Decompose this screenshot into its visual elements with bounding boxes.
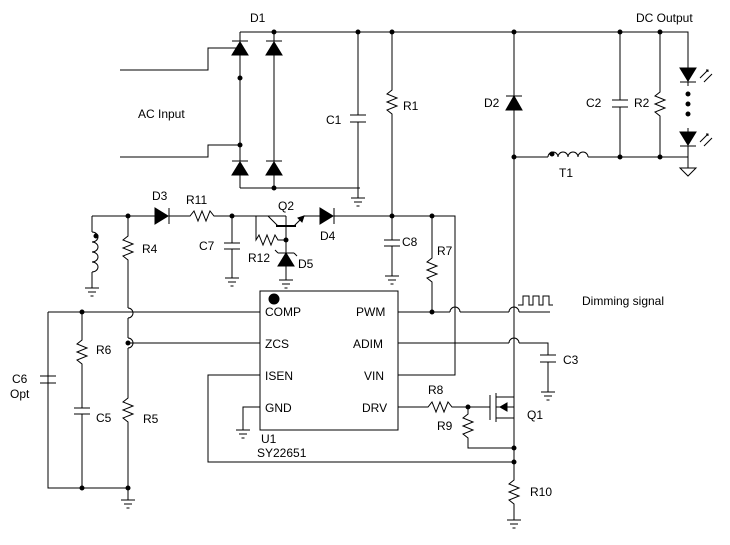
label-r4: R4 bbox=[142, 242, 158, 256]
pin-isen: ISEN bbox=[265, 369, 293, 383]
resistor-r4 bbox=[121, 216, 135, 488]
ac-input bbox=[120, 47, 240, 158]
label-c6: C6 bbox=[12, 372, 28, 386]
label-r1: R1 bbox=[403, 99, 419, 113]
label-t1: T1 bbox=[559, 166, 573, 180]
ic-u1 bbox=[259, 290, 399, 431]
pin-pwm: PWM bbox=[356, 305, 385, 319]
label-r10: R10 bbox=[530, 485, 552, 499]
label-r5: R5 bbox=[143, 412, 159, 426]
label-r2: R2 bbox=[634, 96, 650, 110]
ic-left-wiring bbox=[40, 309, 514, 509]
led-string-dots bbox=[685, 91, 691, 117]
diode-d2 bbox=[505, 29, 523, 470]
label-c8: C8 bbox=[402, 235, 418, 249]
label-r11: R11 bbox=[186, 193, 207, 207]
label-q2: Q2 bbox=[278, 199, 294, 213]
label-c7: C7 bbox=[199, 239, 215, 253]
capacitor-c8 bbox=[384, 216, 400, 285]
label-c5: C5 bbox=[96, 411, 112, 425]
label-d2: D2 bbox=[484, 96, 500, 110]
output-section bbox=[514, 29, 713, 177]
pin-comp: COMP bbox=[265, 305, 301, 319]
mosfet-q1 bbox=[489, 389, 517, 470]
label-d4: D4 bbox=[320, 229, 336, 243]
ic-right-wiring bbox=[398, 295, 556, 449]
resistor-r1 bbox=[385, 29, 399, 216]
transistor-q2 bbox=[255, 215, 320, 289]
label-dc-output: DC Output bbox=[636, 11, 693, 25]
diode-d4 bbox=[304, 207, 432, 225]
label-u1: U1 bbox=[261, 432, 277, 446]
label-c1: C1 bbox=[326, 113, 342, 127]
label-ac-input: AC Input bbox=[138, 107, 185, 121]
pin-vin: VIN bbox=[364, 369, 384, 383]
label-q1: Q1 bbox=[527, 408, 543, 422]
resistor-r7 bbox=[425, 213, 456, 365]
bridge-rectifier-d1 bbox=[231, 29, 620, 191]
d3-r11-path bbox=[125, 207, 286, 225]
pin-gnd: GND bbox=[265, 401, 292, 415]
pin-adim: ADIM bbox=[353, 337, 383, 351]
pin-drv: DRV bbox=[362, 401, 387, 415]
label-d3: D3 bbox=[152, 189, 168, 203]
label-c2: C2 bbox=[586, 96, 602, 110]
capacitor-c7 bbox=[224, 216, 240, 287]
resistor-r10 bbox=[507, 470, 521, 529]
label-chip: SY22651 bbox=[257, 446, 307, 460]
label-c3: C3 bbox=[563, 353, 579, 367]
pin-zcs: ZCS bbox=[265, 337, 289, 351]
label-r12: R12 bbox=[248, 251, 270, 265]
label-r8: R8 bbox=[428, 383, 444, 397]
label-r9: R9 bbox=[437, 419, 453, 433]
label-r7: R7 bbox=[437, 244, 453, 258]
label-dimming-signal: Dimming signal bbox=[582, 294, 664, 308]
label-opt: Opt bbox=[10, 387, 30, 401]
label-d1: D1 bbox=[250, 11, 266, 25]
aux-winding bbox=[85, 215, 128, 297]
capacitor-c1 bbox=[350, 29, 366, 207]
label-d5: D5 bbox=[298, 257, 314, 271]
label-r6: R6 bbox=[96, 343, 112, 357]
